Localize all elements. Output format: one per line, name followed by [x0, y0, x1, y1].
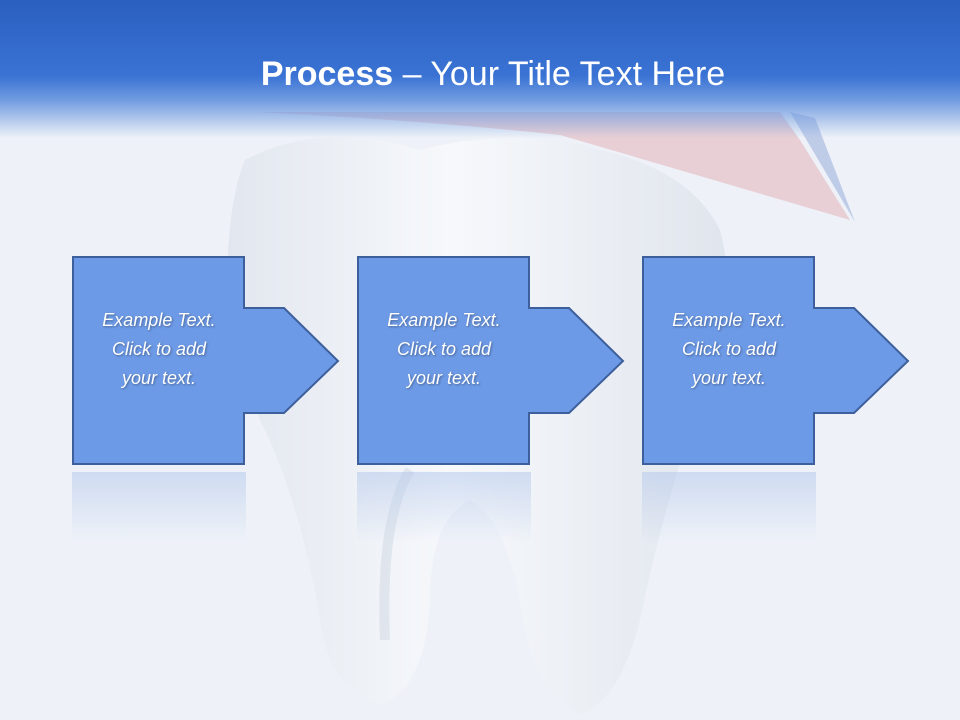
- step-arrow-shape: [72, 256, 340, 465]
- step-reflection: [642, 472, 816, 542]
- step-text: Example Text. Click to add your text.: [102, 310, 216, 388]
- step-arrow-shape: [642, 256, 910, 465]
- slide-title[interactable]: Process – Your Title Text Here: [0, 52, 960, 96]
- step-text: Example Text. Click to add your text.: [672, 310, 786, 388]
- title-bar: [0, 0, 960, 138]
- toothpaste-stripe: [255, 112, 850, 220]
- step-reflection: [357, 472, 531, 542]
- step-reflection: [72, 472, 246, 542]
- process-step-3[interactable]: Example Text. Click to add your text.: [642, 256, 912, 468]
- title-rest: – Your Title Text Here: [393, 55, 726, 93]
- step-text: Example Text. Click to add your text.: [387, 310, 501, 388]
- toothbrush-tip: [790, 112, 855, 222]
- title-bold: Process: [260, 55, 394, 93]
- process-step-2[interactable]: Example Text. Click to add your text.: [357, 256, 627, 468]
- step-arrow-shape: [357, 256, 625, 465]
- process-step-1[interactable]: Example Text. Click to add your text.: [72, 256, 342, 468]
